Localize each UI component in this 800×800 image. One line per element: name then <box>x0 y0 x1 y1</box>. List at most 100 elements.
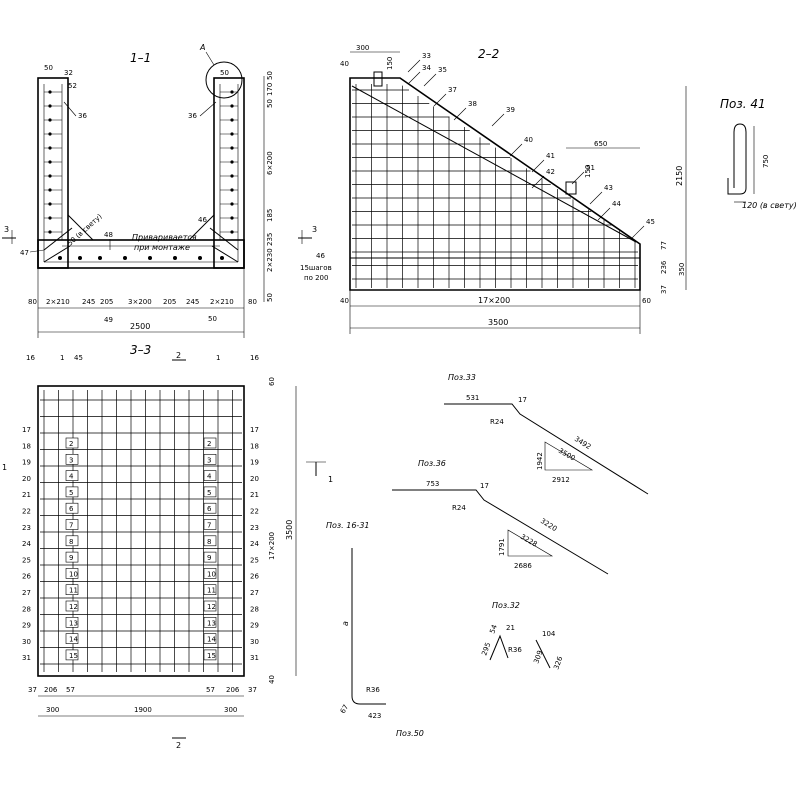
dim: 50 <box>266 293 274 302</box>
pos33-detail: Поз.33 531 17 R24 3492 1942 3500 2912 <box>444 373 649 495</box>
dim: 235 <box>266 233 274 246</box>
dim: 67 <box>339 703 350 715</box>
row-label-left: 28 <box>22 605 31 613</box>
row-number-box <box>65 535 79 547</box>
pos-label: 34 <box>422 64 431 72</box>
dim: 3500 <box>285 520 294 540</box>
pos-label: 41 <box>546 152 555 160</box>
row-number-box <box>203 535 217 547</box>
cut-label: 3 <box>312 225 317 234</box>
pos-label: 39 <box>506 106 515 114</box>
rebar-dot <box>48 160 52 164</box>
dim: 57 <box>206 686 215 694</box>
pos-label: 50 <box>44 64 53 72</box>
row-label-left: 31 <box>22 654 31 662</box>
wall-ties <box>44 90 238 234</box>
dim: 2×210 <box>46 298 70 306</box>
dim: 205 <box>100 298 113 306</box>
leader-line <box>571 171 585 185</box>
cut-label: 1 <box>328 475 333 484</box>
rebar-dot <box>230 202 234 206</box>
row-number-box <box>203 633 217 644</box>
dim: 60 <box>642 297 651 305</box>
pos41-title: Поз. 41 <box>720 97 766 111</box>
row-label-left: 26 <box>22 573 31 581</box>
rebar-dot <box>230 104 234 108</box>
dim: 3×200 <box>128 298 152 306</box>
row-label-right: 27 <box>250 589 259 597</box>
rebar-dot <box>48 202 52 206</box>
row-number: 6 <box>207 505 212 513</box>
dim: 2×230 <box>266 248 274 272</box>
weld-note: при монтаже <box>134 243 190 252</box>
dim: 423 <box>368 712 381 720</box>
gap-note: 50 (в свету) <box>66 212 104 247</box>
row-number: 13 <box>69 619 78 627</box>
haunch-lines <box>43 214 239 263</box>
dim: 150 <box>584 165 592 178</box>
row-number: 7 <box>69 522 73 530</box>
dim: 1791 <box>498 538 506 556</box>
pos-label: 43 <box>604 184 613 192</box>
pos-label: 35 <box>438 66 447 74</box>
row-number: 12 <box>69 603 78 611</box>
row-number-box <box>65 470 79 481</box>
pos-label: 16 <box>250 354 259 362</box>
dim: 57 <box>66 686 75 694</box>
row-number: 6 <box>69 505 74 513</box>
section-1-1: 1–1 A 50 50 32 52 36 3 <box>2 43 317 338</box>
cut-label: 1 <box>2 463 7 472</box>
dim: 236 <box>660 260 668 274</box>
row-number-box <box>65 616 79 628</box>
dim: 1900 <box>134 706 152 714</box>
dim: 170 <box>266 83 274 96</box>
dim: 77 <box>660 241 668 250</box>
overall-dim: 2500 <box>130 322 150 331</box>
rebar-dot <box>48 216 52 220</box>
rebar-dot <box>48 174 52 178</box>
dim: 245 <box>82 298 95 306</box>
dim: 753 <box>426 480 439 488</box>
dim: 326 <box>552 655 564 671</box>
dim: 2×210 <box>210 298 234 306</box>
rebar-dot <box>230 188 234 192</box>
dim: 531 <box>466 394 479 402</box>
pos-label: 47 <box>20 249 29 257</box>
dim: 37 <box>28 686 37 694</box>
row-number-box <box>203 551 217 563</box>
dim: 50 <box>208 315 217 323</box>
row-number: 5 <box>207 489 211 497</box>
hook-33 <box>373 71 383 87</box>
row-number-box <box>203 519 217 530</box>
row-label-right: 17 <box>250 426 259 434</box>
rebar-dot <box>230 90 234 94</box>
plan-outline <box>37 385 245 677</box>
rebar-dot <box>48 90 52 94</box>
row-label-left: 18 <box>22 442 31 450</box>
row-label-right: 26 <box>250 573 259 581</box>
row-number-box <box>65 502 79 514</box>
dim: 80 <box>248 298 257 306</box>
row-label-left: 17 <box>22 426 31 434</box>
row-number-box <box>203 600 217 612</box>
cut-label: 2 <box>176 351 181 360</box>
pos-label: 48 <box>104 231 113 239</box>
row-number-box <box>65 486 79 498</box>
rebar-dot <box>48 188 52 192</box>
row-number-box <box>203 584 217 596</box>
dim: R24 <box>452 504 466 512</box>
row-label-right: 29 <box>250 622 259 630</box>
dim: 80 <box>28 298 37 306</box>
section-2-2-title: 2–2 <box>478 47 499 61</box>
row-label-left: 19 <box>22 459 31 467</box>
leader-line <box>423 73 437 87</box>
pos46-note: по 200 <box>304 274 328 282</box>
row-number: 10 <box>69 570 78 578</box>
row-label-left: 24 <box>22 540 31 548</box>
dim: 2912 <box>552 476 570 484</box>
dim: 37 <box>660 285 668 294</box>
pos36-detail: Поз.36 753 17 R24 3220 1791 3228 2686 <box>392 459 609 575</box>
